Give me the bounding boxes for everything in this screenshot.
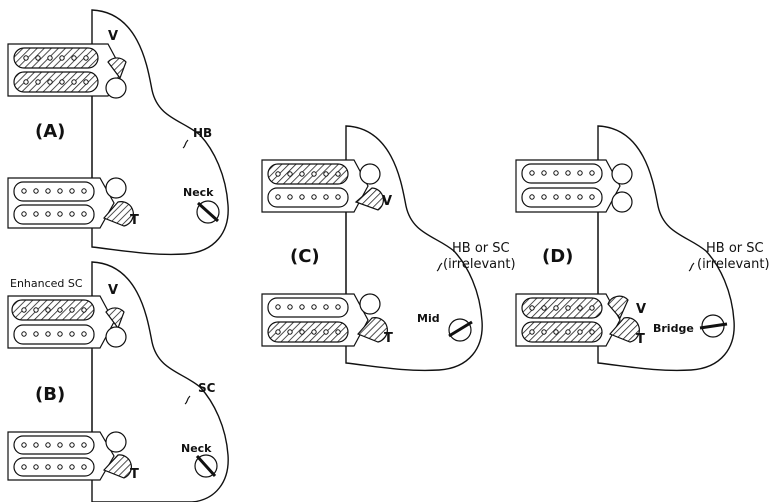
selector-knob-d (699, 314, 728, 338)
pickup-type-c-line1: HB or SC (452, 241, 510, 256)
volume-knob-top-c (359, 163, 381, 185)
pickup-type-a: HB (193, 126, 212, 140)
neck-pickup-d (515, 159, 621, 213)
volume-knob-b (105, 307, 125, 330)
panel-d: (D) HB or SC (irrelevant) V T Bridge (515, 125, 770, 372)
tone-label-c: T (384, 331, 393, 346)
panel-label-c: (C) (290, 246, 320, 267)
volume-knob-c (354, 187, 384, 211)
selector-label-c: Mid (417, 312, 440, 325)
volume-knob-bottom-b (105, 431, 127, 453)
panel-label-b: (B) (35, 384, 65, 405)
pickup-type-d-line1: HB or SC (706, 241, 764, 256)
pickguard-outline-c (345, 125, 483, 372)
volume-label-a: V (108, 29, 118, 44)
tone-knob-d (608, 317, 640, 343)
top-note-b: Enhanced SC (10, 277, 83, 290)
volume-knob-a (107, 57, 127, 80)
selector-label-b: Neck (181, 442, 212, 455)
bridge-pickup-a (7, 177, 115, 229)
volume-knob-top-d (611, 163, 633, 185)
tone-knob-c (356, 317, 388, 343)
pickup-type-d-line2: (irrelevant) (697, 257, 770, 272)
pickup-type-c-line2: (irrelevant) (443, 257, 516, 272)
pickguard-outline-a (91, 9, 229, 256)
volume-label-c: V (382, 194, 392, 209)
volume-knob-d (607, 295, 629, 320)
switch-symbol-a (182, 139, 189, 149)
tone-label-a: T (130, 213, 139, 228)
panel-label-a: (A) (35, 121, 65, 142)
tone-knob-top-a (105, 77, 127, 99)
tone-label-b: T (130, 467, 139, 482)
tone-knob-top-b (105, 326, 127, 348)
selector-label-a: Neck (183, 186, 214, 199)
tone-label-d: T (636, 332, 645, 347)
tone-knob-b (102, 454, 132, 479)
panel-b: Enhanced SC V (B) SC T Neck (7, 261, 229, 502)
switch-symbol-d (688, 262, 695, 272)
selector-label-d: Bridge (653, 322, 694, 335)
switch-symbol-c (436, 262, 443, 272)
volume-label-d: V (636, 302, 646, 317)
selector-knob-c (448, 318, 473, 342)
panel-label-d: (D) (542, 246, 573, 267)
tone-knob-a (102, 201, 134, 227)
tone-knob-top-d (611, 191, 633, 213)
neck-pickup-a (7, 43, 123, 97)
volume-knob-bottom-a (105, 177, 127, 199)
neck-pickup-b (7, 295, 115, 349)
selector-knob-a (196, 200, 220, 224)
volume-label-b: V (108, 283, 118, 298)
switch-symbol-b (184, 395, 191, 405)
panel-a: V (A) HB T Neck (7, 9, 229, 256)
bridge-pickup-c (261, 293, 369, 347)
selector-knob-b (194, 454, 218, 478)
volume-knob-bottom-c (359, 293, 381, 315)
bridge-pickup-b (7, 431, 115, 481)
bridge-pickup-d (515, 293, 621, 347)
neck-pickup-c (261, 159, 369, 213)
panel-c: V (C) HB or SC (irrelevant) T Mid (261, 125, 516, 372)
pickguard-outline-d (597, 125, 735, 372)
pickup-type-b: SC (198, 381, 216, 395)
